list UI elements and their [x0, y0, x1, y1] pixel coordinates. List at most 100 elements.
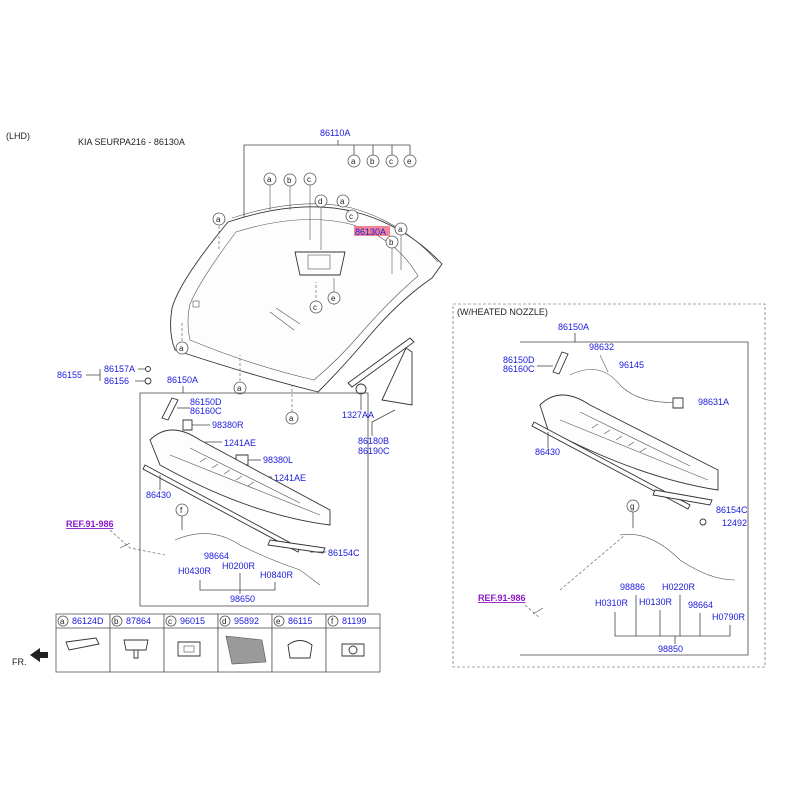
svg-text:a: a — [267, 175, 272, 184]
legend-d[interactable]: d 95892 — [219, 615, 267, 665]
part-86154C[interactable]: 86154C — [328, 548, 360, 558]
callout-a[interactable]: a — [175, 341, 189, 355]
svg-text:87864: 87864 — [126, 616, 151, 626]
part-98631A[interactable]: 98631A — [698, 397, 729, 407]
part-98380R[interactable]: 98380R — [212, 420, 244, 430]
left-cowl-group: 86150A 86155 86157A 86156 86150D 86160C … — [57, 364, 369, 607]
part-86160C-right[interactable]: 86160C — [503, 364, 535, 374]
legend-f[interactable]: f 81199 — [327, 615, 366, 657]
part-86156[interactable]: 86156 — [104, 376, 129, 386]
part-H0840R[interactable]: H0840R — [260, 570, 294, 580]
part-96145[interactable]: 96145 — [619, 360, 644, 370]
part-86190C[interactable]: 86190C — [358, 446, 390, 456]
legend-a[interactable]: a 86124D — [57, 615, 104, 651]
part-86110A[interactable]: 86110A — [320, 128, 350, 138]
svg-text:f: f — [331, 617, 334, 626]
part-86430[interactable]: 86430 — [146, 490, 171, 500]
svg-text:a: a — [398, 225, 403, 234]
callout-c[interactable]: c — [345, 209, 359, 223]
callout-c[interactable]: c — [385, 154, 399, 168]
part-86430-right[interactable]: 86430 — [535, 447, 560, 457]
part-H0430R[interactable]: H0430R — [178, 566, 212, 576]
callout-b[interactable]: b — [283, 173, 297, 187]
svg-text:e: e — [331, 294, 336, 303]
callout-a[interactable]: a — [285, 411, 299, 425]
part-86150D[interactable]: 86150D — [190, 397, 222, 407]
heated-nozzle-title: (W/HEATED NOZZLE) — [457, 307, 548, 317]
part-98664-right[interactable]: 98664 — [688, 600, 713, 610]
callout-c[interactable]: c — [303, 172, 317, 186]
part-86157A[interactable]: 86157A — [104, 364, 135, 374]
svg-text:86124D: 86124D — [72, 616, 104, 626]
legend-c[interactable]: c 96015 — [165, 615, 205, 657]
part-98664-left[interactable]: 98664 — [204, 551, 229, 561]
callout-b[interactable]: b — [366, 154, 380, 168]
svg-text:c: c — [389, 157, 393, 166]
callout-a[interactable]: a — [347, 154, 361, 168]
callout-a[interactable]: a — [394, 222, 408, 236]
svg-text:95892: 95892 — [234, 616, 259, 626]
part-H0200R[interactable]: H0200R — [222, 561, 256, 571]
svg-text:a: a — [289, 414, 294, 423]
legend-table: a 86124D b 87864 c 96015 d 95892 e 86115… — [55, 613, 381, 673]
part-86160C[interactable]: 86160C — [190, 406, 222, 416]
part-86155[interactable]: 86155 — [57, 370, 82, 380]
svg-text:b: b — [287, 176, 292, 185]
lhd-label: (LHD) — [6, 131, 30, 141]
part-1241AE-1[interactable]: 1241AE — [224, 438, 256, 448]
legend-b[interactable]: b 87864 — [111, 615, 151, 659]
ref-91-986-left[interactable]: REF.91-986 — [66, 519, 114, 529]
part-86150D-right[interactable]: 86150D — [503, 355, 535, 365]
svg-text:a: a — [179, 344, 184, 353]
callout-c[interactable]: c — [309, 300, 323, 314]
part-98886[interactable]: 98886 — [620, 582, 645, 592]
callout-d[interactable]: d — [314, 194, 328, 208]
part-98632[interactable]: 98632 — [589, 342, 614, 352]
fr-label: FR. — [12, 657, 27, 667]
svg-text:c: c — [349, 212, 353, 221]
svg-text:f: f — [180, 506, 183, 515]
part-98380L[interactable]: 98380L — [263, 455, 293, 465]
part-86150A[interactable]: 86150A — [167, 375, 198, 385]
part-H0310R[interactable]: H0310R — [595, 598, 629, 608]
ref-91-986-right[interactable]: REF.91-986 — [478, 593, 526, 603]
heated-nozzle-group: (W/HEATED NOZZLE) 86150A 86150D 86160C 9… — [452, 303, 766, 668]
callout-g[interactable]: g — [626, 499, 640, 513]
part-1241AE-2[interactable]: 1241AE — [274, 473, 306, 483]
part-H0220R[interactable]: H0220R — [662, 582, 696, 592]
svg-text:g: g — [630, 502, 634, 511]
svg-text:d: d — [222, 617, 226, 626]
part-12492[interactable]: 12492 — [722, 518, 747, 528]
callout-a[interactable]: a — [336, 194, 350, 208]
callout-f[interactable]: f — [175, 503, 189, 517]
svg-text:b: b — [370, 157, 375, 166]
svg-text:c: c — [313, 303, 317, 312]
part-98850[interactable]: 98850 — [658, 644, 683, 654]
part-86180B[interactable]: 86180B — [358, 436, 389, 446]
svg-text:b: b — [114, 617, 119, 626]
callout-e[interactable]: e — [403, 154, 417, 168]
front-direction: FR. — [12, 648, 48, 667]
part-H0130R[interactable]: H0130R — [639, 597, 673, 607]
callout-e[interactable]: e — [327, 291, 341, 305]
part-98650[interactable]: 98650 — [230, 594, 255, 604]
part-1327AA[interactable]: 1327AA — [342, 410, 374, 420]
highlight-86130A-box — [354, 226, 390, 236]
callout-a[interactable]: a — [263, 172, 277, 186]
svg-text:a: a — [216, 215, 221, 224]
windshield-assembly: 86110A 86130A — [170, 128, 443, 412]
svg-text:e: e — [407, 157, 412, 166]
part-86150A-right[interactable]: 86150A — [558, 322, 589, 332]
svg-text:96015: 96015 — [180, 616, 205, 626]
svg-text:c: c — [168, 617, 172, 626]
legend-e[interactable]: e 86115 — [273, 615, 313, 659]
part-86130A[interactable]: 86130A — [355, 227, 386, 237]
part-H0790R[interactable]: H0790R — [712, 612, 746, 622]
callout-a[interactable]: a — [233, 381, 247, 395]
source-label: KIA SEURPA216 - 86130A — [78, 137, 185, 147]
front-arrow-icon — [30, 648, 48, 662]
callout-b[interactable]: b — [385, 235, 399, 249]
part-86154C-right[interactable]: 86154C — [716, 505, 748, 515]
svg-text:d: d — [318, 197, 322, 206]
callout-a[interactable]: a — [212, 212, 226, 226]
